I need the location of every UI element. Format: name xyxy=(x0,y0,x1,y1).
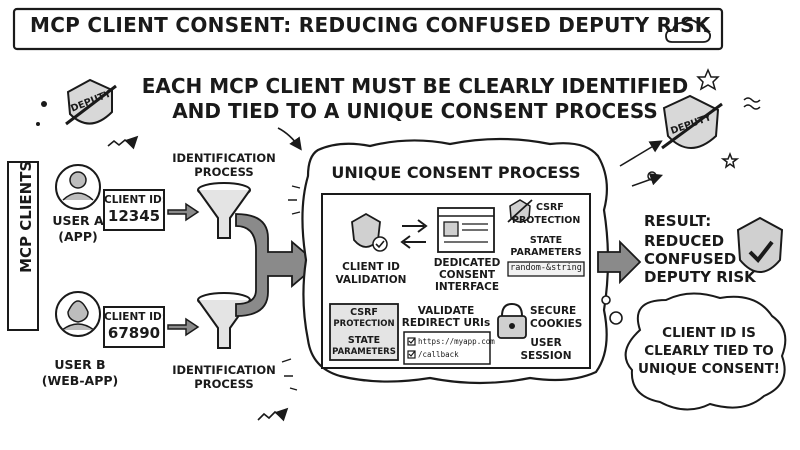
csrf-top-2: PROTECTION xyxy=(512,215,581,226)
star-icon xyxy=(720,151,740,169)
thought-bubble xyxy=(601,292,787,411)
dedicated-1: DEDICATED xyxy=(433,257,501,269)
session-2: SESSION xyxy=(520,350,572,362)
result-line-1: RESULT: xyxy=(644,212,712,230)
headline-line-2: AND TIED TO A UNIQUE CONSENT PROCESS xyxy=(172,99,658,123)
squiggle-arrow xyxy=(107,135,139,150)
badge-icon xyxy=(661,94,723,150)
validate-2: REDIRECT URIs xyxy=(401,317,491,329)
shield-check-icon xyxy=(736,216,784,273)
identification-top-line-1: IDENTIFICATION xyxy=(172,151,276,165)
csrf-top-1: CSRF xyxy=(536,202,564,213)
state-top-1: STATE xyxy=(529,235,563,246)
headline-line-1: EACH MCP CLIENT MUST BE CLEARLY IDENTIFI… xyxy=(141,74,689,98)
redirect-uri-2: /callback xyxy=(418,350,459,359)
secure-1: SECURE xyxy=(530,305,577,317)
csrf-icon xyxy=(507,199,533,223)
result-line-3: CONFUSED xyxy=(644,250,737,268)
user-b-kind: (WEB-APP) xyxy=(41,373,119,388)
client-id-label-a: CLIENT ID: xyxy=(104,194,166,206)
consent-window-icon xyxy=(437,207,495,253)
session-1: USER xyxy=(530,337,562,349)
user-b-name: USER B xyxy=(54,357,106,372)
csrf-box-1: CSRF xyxy=(350,307,378,318)
identification-bottom-line-2: PROCESS xyxy=(194,377,254,391)
funnel-icon xyxy=(197,292,251,349)
squiggle-mark xyxy=(743,97,761,110)
state-value-box xyxy=(507,261,585,277)
shield-check-icon xyxy=(351,212,388,252)
dedicated-2: CONSENT xyxy=(438,269,496,281)
mcp-clients-label: MCP CLIENTS xyxy=(17,160,36,273)
result-line-2: REDUCED xyxy=(644,232,725,250)
state-value: random-&string xyxy=(510,263,582,273)
dedicated-3: INTERFACE xyxy=(434,281,500,293)
badge-icon xyxy=(65,78,117,126)
client-id-value-b: 67890 xyxy=(107,324,161,342)
client-id-validation-2: VALIDATION xyxy=(335,274,407,286)
client-id-validation-1: CLIENT ID xyxy=(342,261,400,273)
identification-top-line-2: PROCESS xyxy=(194,165,254,179)
result-line-4: DEPUTY RISK xyxy=(644,268,756,286)
bubble-line-3: UNIQUE CONSENT! xyxy=(638,361,780,377)
bubble-line-2: CLEARLY TIED TO xyxy=(644,343,774,359)
secure-2: COOKIES xyxy=(530,318,583,330)
csrf-box-4: PARAMETERS xyxy=(332,347,396,357)
result-arrow xyxy=(597,239,642,285)
csrf-box-3: STATE xyxy=(347,335,381,346)
page-title: MCP CLIENT CONSENT: REDUCING CONFUSED DE… xyxy=(30,13,711,37)
mcp-clients-box xyxy=(7,161,39,331)
redirect-uri-box xyxy=(403,331,491,365)
merge-arrow xyxy=(235,213,320,317)
bubble-line-1: CLIENT ID IS xyxy=(662,325,756,341)
client-id-box-a xyxy=(103,189,165,231)
csrf-box-2: PROTECTION xyxy=(333,319,395,329)
client-id-label-b: CLIENT ID: xyxy=(104,311,166,323)
consent-title: UNIQUE CONSENT PROCESS xyxy=(331,163,581,182)
lock-icon xyxy=(497,302,527,339)
state-top-2: PARAMETERS xyxy=(510,247,582,258)
funnel-icon xyxy=(197,182,251,239)
redirect-uri-1: https://myapp.com xyxy=(418,337,495,346)
client-id-value-a: 12345 xyxy=(107,207,161,225)
identification-bottom-line-1: IDENTIFICATION xyxy=(172,363,276,377)
user-a-kind: (APP) xyxy=(58,229,98,244)
star-icon xyxy=(696,68,720,91)
user-a-name: USER A xyxy=(52,213,104,228)
title-box xyxy=(12,7,724,51)
csrf-box xyxy=(329,303,399,361)
cloud-icon xyxy=(665,19,712,43)
user-icon xyxy=(55,164,101,210)
validate-1: VALIDATE xyxy=(417,305,475,317)
squiggle-arrow xyxy=(257,407,289,422)
client-id-box-b xyxy=(103,306,165,348)
user-icon xyxy=(55,291,101,337)
